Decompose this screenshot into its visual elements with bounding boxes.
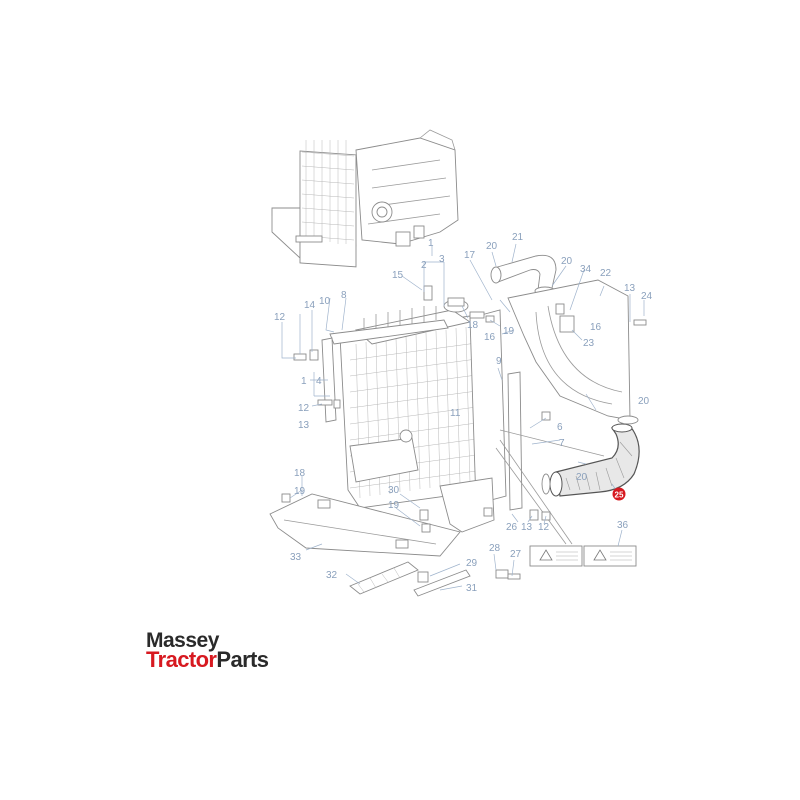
callout-label: 6 <box>557 422 563 433</box>
callout-label: 18 <box>467 320 479 331</box>
fasteners <box>281 285 647 580</box>
callout-label: 17 <box>464 250 476 261</box>
leader-lines <box>281 243 645 591</box>
callout-label: 12 <box>274 312 286 323</box>
logo-line-tractorparts: TractorParts <box>146 647 269 672</box>
callout-label: 36 <box>617 520 629 531</box>
callout-label: 19 <box>294 486 306 497</box>
foam-strip-32 <box>349 561 419 595</box>
engine-thumbnail <box>271 129 459 268</box>
callout-label: 20 <box>561 256 573 267</box>
logo-word-parts: Parts <box>216 647 269 672</box>
callout-label: 13 <box>624 283 636 294</box>
callout-label: 4 <box>316 376 322 387</box>
callout-label: 13 <box>298 420 310 431</box>
callout-label: 33 <box>290 552 302 563</box>
callout-label: 13 <box>521 522 533 533</box>
callout-label: 20 <box>486 241 498 252</box>
lower-hose-25 <box>549 423 640 497</box>
callout-label: 18 <box>294 468 306 479</box>
logo-line-massey: Massey <box>146 629 219 652</box>
callout-label: 30 <box>388 485 400 496</box>
highlighted-callout[interactable]: 25 <box>612 487 626 501</box>
callout-label: 20 <box>576 472 588 483</box>
callout-label: 34 <box>580 264 592 275</box>
callout-label: 24 <box>641 291 653 302</box>
callout-label: 3 <box>439 254 445 265</box>
callout-label: 7 <box>559 438 565 449</box>
callout-label: 32 <box>326 570 338 581</box>
callout-label: 2 <box>421 260 427 271</box>
clamp-20 <box>541 415 639 495</box>
callout-label: 23 <box>583 338 595 349</box>
callout-label: 28 <box>489 543 501 554</box>
callout-label: 27 <box>510 549 522 560</box>
bottom-plate-33 <box>269 493 461 557</box>
massey-tractor-parts-logo: Massey TractorParts <box>146 629 269 672</box>
callout-label: 15 <box>392 270 404 281</box>
upper-hose-21 <box>490 254 557 296</box>
callout-label: 31 <box>466 583 478 594</box>
fan-shroud-22 <box>507 279 631 421</box>
callout-label: 8 <box>341 290 347 301</box>
callout-label: 19 <box>388 500 400 511</box>
callout-label: 12 <box>538 522 550 533</box>
callout-label: 10 <box>319 296 331 307</box>
warning-labels-36 <box>495 439 637 567</box>
callout-label: 9 <box>496 356 502 367</box>
callout-label: 16 <box>484 332 496 343</box>
callout-label: 14 <box>304 300 316 311</box>
callout-label: 26 <box>506 522 518 533</box>
highlighted-callout-label: 25 <box>615 491 624 500</box>
side-tube-7 <box>499 371 605 511</box>
callout-label: 1 <box>301 376 307 387</box>
logo-word-tractor: Tractor <box>146 647 217 672</box>
callout-label: 19 <box>503 326 515 337</box>
callout-label: 12 <box>298 403 310 414</box>
strip-31 <box>413 569 471 597</box>
callout-label: 16 <box>590 322 602 333</box>
callout-label: 29 <box>466 558 478 569</box>
callout-label: 21 <box>512 232 524 243</box>
callout-label: 20 <box>638 396 650 407</box>
callout-labels: 1 2 3 15 17 20 21 20 34 22 13 24 12 14 1… <box>274 232 653 594</box>
callout-label: 22 <box>600 268 612 279</box>
callout-label: 1 <box>428 238 434 249</box>
callout-label: 11 <box>450 408 461 419</box>
